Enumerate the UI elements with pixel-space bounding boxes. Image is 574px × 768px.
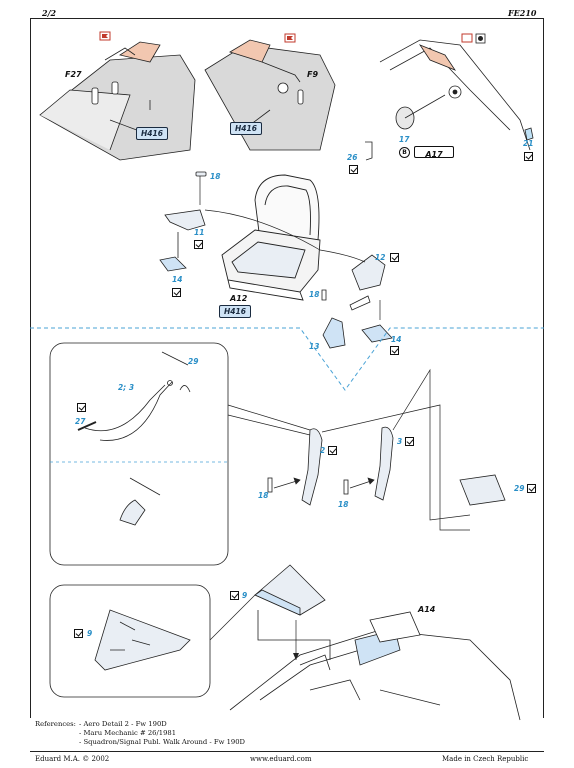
paint-chip-h416-2: H416 <box>230 122 262 135</box>
reference-item-3: - Squadron/Signal Publ. Walk Around - Fw… <box>79 738 245 746</box>
seat-leader-lines <box>199 176 381 320</box>
fuselage-a14 <box>229 610 521 721</box>
references-label: References: <box>35 720 76 728</box>
paint-chip-h416-1: H416 <box>136 127 168 140</box>
part-num-11: 11 <box>194 228 205 237</box>
footer-website[interactable]: www.eduard.com <box>250 755 312 763</box>
flag-icon-2 <box>284 33 296 43</box>
shoulder-belts <box>267 426 394 506</box>
part-num-12: 12 <box>375 253 386 262</box>
fairing-part-9 <box>254 564 326 616</box>
part-num-17: 17 <box>399 135 410 144</box>
references: References: - Aero Detail 2 - Fw 190D - … <box>35 720 245 747</box>
throttle-assembly <box>365 39 534 161</box>
footer-origin: Made in Czech Republic <box>442 755 529 763</box>
cross-icon-1 <box>475 33 486 44</box>
fairing-leader <box>209 594 256 641</box>
checkbox-29[interactable] <box>527 484 536 493</box>
part-num-13: 13 <box>309 342 320 351</box>
inset-leader-top <box>227 404 311 431</box>
flag-icon-1 <box>99 31 111 41</box>
part-num-3: 3 <box>397 437 403 446</box>
checkbox-2[interactable] <box>328 446 337 455</box>
page-number: 2/2 <box>42 8 57 18</box>
part-num-9-inset: 9 <box>87 629 93 638</box>
seat-belt-left <box>159 171 207 272</box>
detail-inset-belts <box>49 342 229 566</box>
checkbox-14-left[interactable] <box>172 288 181 297</box>
leader-29b <box>392 368 471 521</box>
inset-leader-bottom <box>227 414 311 436</box>
part-num-9-top: 9 <box>242 591 248 600</box>
plastic-part-icon: B <box>399 147 410 158</box>
cockpit-floor-mid <box>204 39 336 151</box>
header-rule <box>30 18 544 19</box>
detail-inset-fairing <box>49 584 211 698</box>
checkbox-21[interactable] <box>524 152 533 161</box>
left-rule <box>30 18 31 718</box>
reference-item-2: - Maru Mechanic # 26/1981 <box>79 729 177 737</box>
checkbox-9-inset[interactable] <box>74 629 83 638</box>
kit-code: FE210 <box>508 8 537 18</box>
part-num-26: 26 <box>347 153 358 162</box>
footer-copyright: Eduard M.A. © 2002 <box>35 755 110 763</box>
part-num-29-inset: 29 <box>188 357 199 366</box>
checkbox-12[interactable] <box>390 253 399 262</box>
part-label-a12: A12 <box>230 294 248 303</box>
flag-icon-3 <box>461 33 473 43</box>
checkbox-11[interactable] <box>194 240 203 249</box>
part-label-f27: F27 <box>65 70 82 79</box>
part-num-21: 21 <box>523 139 534 148</box>
part-num-18-seat: 18 <box>309 290 320 299</box>
section-separator <box>30 327 544 391</box>
cockpit-floor-left <box>39 41 196 161</box>
part-num-18-belt2: 18 <box>258 491 269 500</box>
seat-drawing <box>221 174 321 301</box>
part-num-14-right: 14 <box>391 335 402 344</box>
a14-arrow-head <box>293 653 299 660</box>
part-num-29: 29 <box>514 484 525 493</box>
leader-29a <box>321 404 470 531</box>
part-num-18-belt3: 18 <box>338 500 349 509</box>
checkbox-9-top[interactable] <box>230 591 239 600</box>
right-rule <box>543 18 544 718</box>
part-ref-a17: A17 <box>414 146 454 159</box>
part-num-18-top: 18 <box>210 172 221 181</box>
checkbox-14-right[interactable] <box>390 346 399 355</box>
fitting-29 <box>459 474 506 506</box>
checkbox-inset[interactable] <box>77 403 86 412</box>
footer-rule <box>30 751 544 752</box>
reference-item-1: - Aero Detail 2 - Fw 190D <box>79 720 167 728</box>
checkbox-3[interactable] <box>405 437 414 446</box>
belt-arrows <box>273 477 375 489</box>
part-label-a14: A14 <box>418 605 436 614</box>
part-label-f9: F9 <box>307 70 319 79</box>
seat-belt-right <box>321 254 393 349</box>
checkbox-26[interactable] <box>349 165 358 174</box>
part-num-2-3: 2; 3 <box>118 383 135 392</box>
part-num-2: 2 <box>320 446 326 455</box>
part-num-14-left: 14 <box>172 275 183 284</box>
paint-chip-h416-3: H416 <box>219 305 251 318</box>
part-num-27: 27 <box>75 417 86 426</box>
